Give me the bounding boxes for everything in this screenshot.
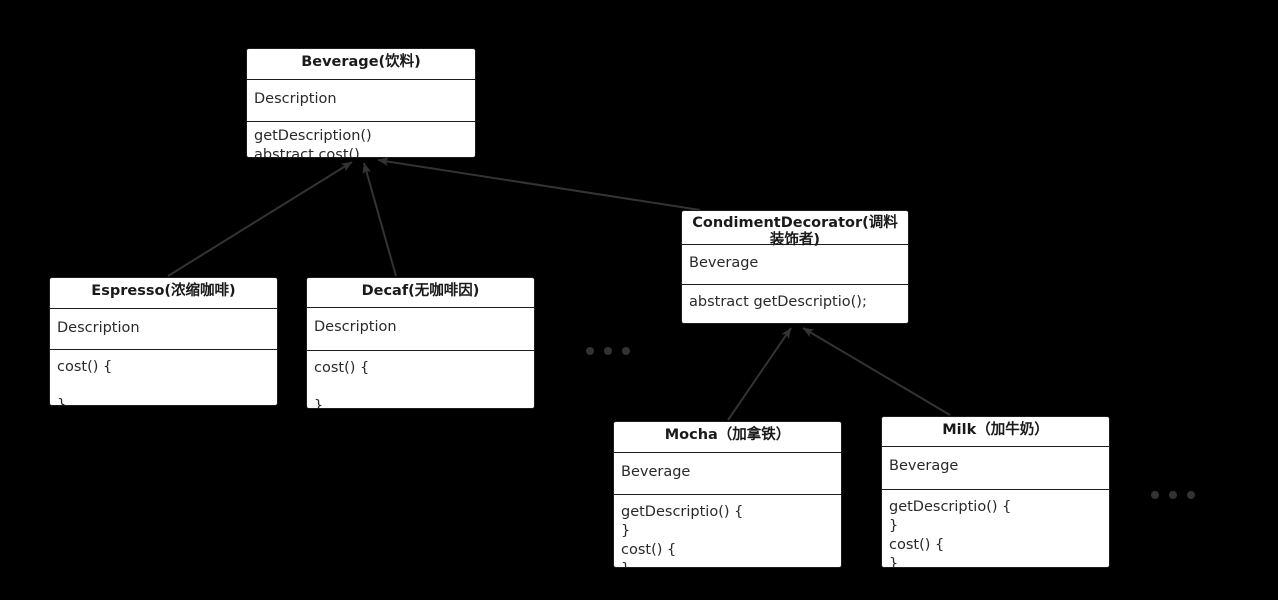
class-title-beverage: Beverage(饮料) — [247, 49, 475, 80]
class-operations-condiment-decorator: abstract getDescriptio(); — [689, 294, 867, 310]
ellipsis-dot — [1151, 491, 1159, 499]
class-box-decaf[interactable]: Decaf(无咖啡因) Description cost() { } — [306, 277, 535, 409]
class-box-beverage[interactable]: Beverage(饮料) Description getDescription(… — [246, 48, 476, 158]
class-operations-espresso: cost() { } — [57, 359, 113, 406]
ellipsis-dot — [622, 347, 630, 355]
ellipsis-marker-left — [586, 347, 630, 355]
edge-milk-to-condiment — [802, 327, 951, 416]
class-box-condiment-decorator[interactable]: CondimentDecorator(调料装饰者) Beverage abstr… — [681, 210, 909, 324]
class-box-mocha[interactable]: Mocha（加拿铁） Beverage getDescriptio() { } … — [613, 421, 842, 568]
edge-condiment-to-beverage — [377, 157, 701, 211]
class-title-espresso: Espresso(浓缩咖啡) — [50, 278, 277, 309]
class-title-mocha: Mocha（加拿铁） — [614, 422, 841, 453]
edge-mocha-to-condiment — [727, 327, 792, 421]
ellipsis-dot — [586, 347, 594, 355]
class-box-espresso[interactable]: Espresso(浓缩咖啡) Description cost() { } — [49, 277, 278, 406]
class-attributes-decaf: Description — [307, 308, 534, 351]
class-attributes-condiment-decorator: Beverage — [682, 245, 908, 285]
class-attributes-espresso: Description — [50, 309, 277, 350]
class-title-decaf: Decaf(无咖啡因) — [307, 278, 534, 308]
ellipsis-dot — [1187, 491, 1195, 499]
class-operations-milk: getDescriptio() { } cost() { } — [889, 499, 1012, 568]
class-title-condiment-decorator: CondimentDecorator(调料装饰者) — [682, 211, 908, 248]
class-operations-mocha: getDescriptio() { } cost() { } — [621, 504, 744, 567]
class-title-milk: Milk（加牛奶） — [882, 417, 1109, 447]
edge-decaf-to-beverage — [362, 162, 397, 277]
class-operations-beverage: getDescription() abstract cost() — [254, 128, 372, 158]
class-attributes-milk: Beverage — [882, 447, 1109, 490]
ellipsis-dot — [604, 347, 612, 355]
class-attributes-beverage: Description — [247, 80, 475, 122]
class-box-milk[interactable]: Milk（加牛奶） Beverage getDescriptio() { } c… — [881, 416, 1110, 568]
class-operations-decaf: cost() { } — [314, 360, 370, 409]
ellipsis-dot — [1169, 491, 1177, 499]
edge-espresso-to-beverage — [167, 161, 353, 277]
ellipsis-marker-right — [1151, 491, 1195, 499]
class-attributes-mocha: Beverage — [614, 453, 841, 495]
